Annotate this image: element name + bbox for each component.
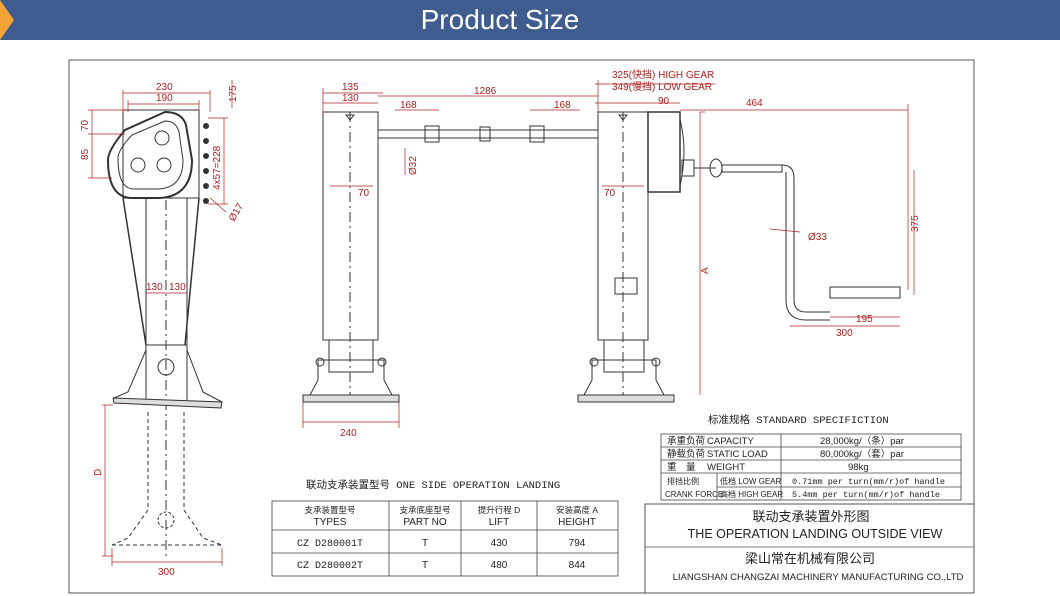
hdr-cn-height: 安装高度 A xyxy=(556,505,598,515)
gear-value-high: 5.4mm per turn(mm/r)of handle xyxy=(792,490,940,500)
drawing-cn-title: 联动支承装置外形图 xyxy=(752,509,869,524)
row0-type: CZ D280001T xyxy=(297,539,363,550)
spec-title: 标准规格 STANDARD SPECIFICTION xyxy=(708,413,889,427)
hdr-cn-part: 支承底座型号 xyxy=(399,505,450,515)
front-view-dims xyxy=(302,80,915,428)
dim-240: 240 xyxy=(340,428,357,439)
dim-dia33: Ø33 xyxy=(808,232,827,243)
spec-cn-1: 静载负荷 xyxy=(667,448,706,460)
dim-464: 464 xyxy=(746,98,763,109)
spec-en-0: CAPACITY xyxy=(707,436,754,447)
dim-1286: 1286 xyxy=(474,86,497,97)
spec-cn-3: 排挡比例 xyxy=(667,476,699,486)
company-cn: 梁山常在机械有限公司 xyxy=(745,551,875,566)
dim-300: 300 xyxy=(158,567,175,578)
dim-175: 175 xyxy=(228,85,239,102)
dim-168b: 168 xyxy=(554,100,571,111)
gear-low: 349(慢挡) LOW GEAR xyxy=(612,80,712,93)
side-view xyxy=(106,109,223,560)
gear-label-low: 低档 LOW GEAR xyxy=(720,476,782,486)
dim-130b: 130 xyxy=(169,282,186,293)
company-en: LIANGSHAN CHANGZAI MACHINERY MANUFACTURI… xyxy=(673,572,964,583)
front-view xyxy=(302,111,901,403)
drawing-en-title: THE OPERATION LANDING OUTSIDE VIEW xyxy=(688,527,943,541)
side-view-dims xyxy=(88,80,233,566)
dim-d: D xyxy=(93,469,104,476)
dim-85: 85 xyxy=(80,148,91,160)
dim-135: 135 xyxy=(342,82,359,93)
models-table-text: 支承装置型号 TYPES 支承底座型号 PART NO 提升行程 D LIFT … xyxy=(297,505,598,572)
hdr-cn-lift: 提升行程 D xyxy=(478,505,521,515)
row1-lift: 480 xyxy=(491,560,508,571)
models-table xyxy=(271,500,619,577)
dim-holes: 4x57=228 xyxy=(212,145,223,190)
spec-val-0: 28,000kg/（条）par xyxy=(820,435,904,447)
spec-cn-4: CRANK FORCE xyxy=(665,490,723,499)
dim-300-crank: 300 xyxy=(836,328,853,339)
dim-195: 195 xyxy=(856,314,873,325)
spec-cn-2: 重 量 xyxy=(667,461,696,473)
arrow-icon xyxy=(0,0,14,40)
hdr-en-part: PART NO xyxy=(403,517,447,528)
dim-130: 130 xyxy=(342,93,359,104)
dim-a: A xyxy=(700,267,711,274)
spec-en-2: WEIGHT xyxy=(707,462,745,473)
models-title: 联动支承装置型号 ONE SIDE OPERATION LANDING xyxy=(306,478,560,492)
page-title: Product Size xyxy=(420,4,580,35)
front-view-dim-labels: 135 130 168 1286 168 325(快挡) HIGH GEAR 3… xyxy=(340,68,921,439)
row1-part: T xyxy=(422,560,428,571)
spec-val-1: 80,000kg/（套）par xyxy=(820,448,904,460)
technical-drawing: 230 190 175 70 85 4x57=228 Ø17 130 130 D… xyxy=(68,59,975,594)
dim-70a: 70 xyxy=(358,188,370,199)
dim-375: 375 xyxy=(910,215,921,232)
spec-cn-0: 承重负荷 xyxy=(667,435,706,447)
row0-part: T xyxy=(422,538,428,549)
dim-130a: 130 xyxy=(146,282,163,293)
dim-168a: 168 xyxy=(400,100,417,111)
hdr-en-height: HEIGHT xyxy=(558,517,596,528)
gear-high: 325(快挡) HIGH GEAR xyxy=(612,68,714,81)
spec-table xyxy=(660,433,962,501)
spec-table-text: 承重负荷 CAPACITY 28,000kg/（条）par 静载负荷 STATI… xyxy=(665,435,945,500)
spec-val-2: 98kg xyxy=(848,462,869,473)
gear-value-low: 0.71mm per turn(mm/r)of handle xyxy=(792,477,945,487)
dim-70b: 70 xyxy=(604,188,616,199)
dim-70: 70 xyxy=(80,119,91,131)
outer-frame xyxy=(68,59,975,594)
hdr-cn-types: 支承装置型号 xyxy=(304,505,355,515)
dim-dia17: Ø17 xyxy=(227,201,246,223)
title-block-frame xyxy=(644,503,975,594)
dim-230: 230 xyxy=(156,82,173,93)
dim-dia32: Ø32 xyxy=(408,156,419,175)
dim-190: 190 xyxy=(156,93,173,104)
hdr-en-lift: LIFT xyxy=(489,517,510,528)
row0-height: 794 xyxy=(569,538,586,549)
title-block: 联动支承装置外形图 THE OPERATION LANDING OUTSIDE … xyxy=(673,509,964,583)
header-banner: Product Size xyxy=(0,0,1060,40)
row1-height: 844 xyxy=(569,560,586,571)
row0-lift: 430 xyxy=(491,538,508,549)
dim-90: 90 xyxy=(658,96,670,107)
gear-label-high: 高档 HIGH GEAR xyxy=(720,489,783,499)
hdr-en-types: TYPES xyxy=(314,517,347,528)
row1-type: CZ D280002T xyxy=(297,561,363,572)
spec-en-1: STATIC LOAD xyxy=(707,449,768,460)
